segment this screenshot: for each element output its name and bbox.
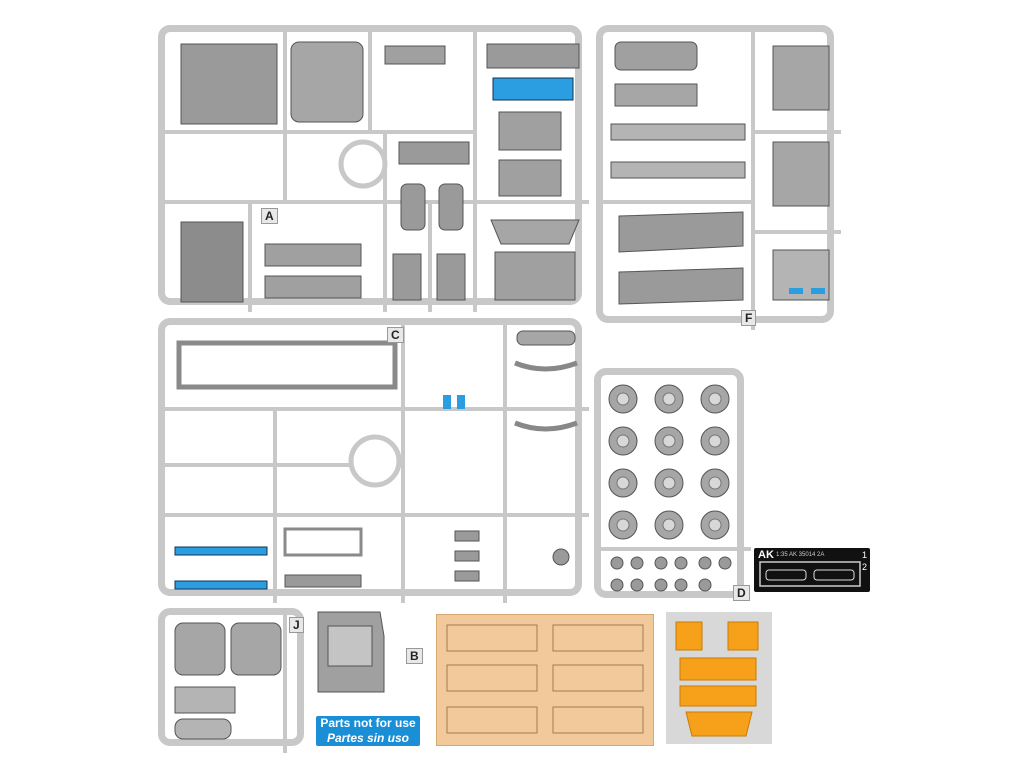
sprue-a: A [158,25,589,312]
sprue-a-parts [165,32,589,312]
sprue-c: C [158,318,589,603]
sprue-d-parts [601,384,751,592]
sprue-a-letter: A [261,208,278,224]
sprue-b-letter: B [406,648,423,664]
photo-etch-fret: AK 1:35 AK 35014 2A 1 2 [754,548,870,592]
photo-etch-code: 1:35 AK 35014 2A [776,552,825,558]
photo-etch-parts [759,561,861,587]
paint-mask-sheet [666,612,772,744]
parts-not-for-use-en: Parts not for use [320,716,416,730]
sprue-j-parts [174,615,287,753]
sprue-c-letter: C [387,327,404,343]
sprue-d-letter: D [733,585,750,601]
sprue-b-parts [317,611,385,693]
sprue-j: J [158,608,304,753]
sprue-c-parts [165,325,589,603]
sprue-f: F [596,25,841,330]
parts-not-for-use-es: Partes sin uso [326,731,410,745]
photo-etch-brand: AK [758,549,774,561]
paint-mask-shapes [675,621,759,737]
sprue-d: D [594,368,751,601]
sprue-j-letter: J [289,617,304,633]
parts-not-for-use-label: Parts not for use Partes sin uso [316,716,420,746]
sprue-f-letter: F [741,310,757,326]
sprue-f-parts [603,32,841,330]
photo-etch-fret-1: 1 [862,550,868,560]
sprue-b: B [312,608,428,712]
decal-markings [446,624,644,734]
photo-etch-fret-2: 2 [862,562,868,572]
decal-sheet [436,614,654,746]
